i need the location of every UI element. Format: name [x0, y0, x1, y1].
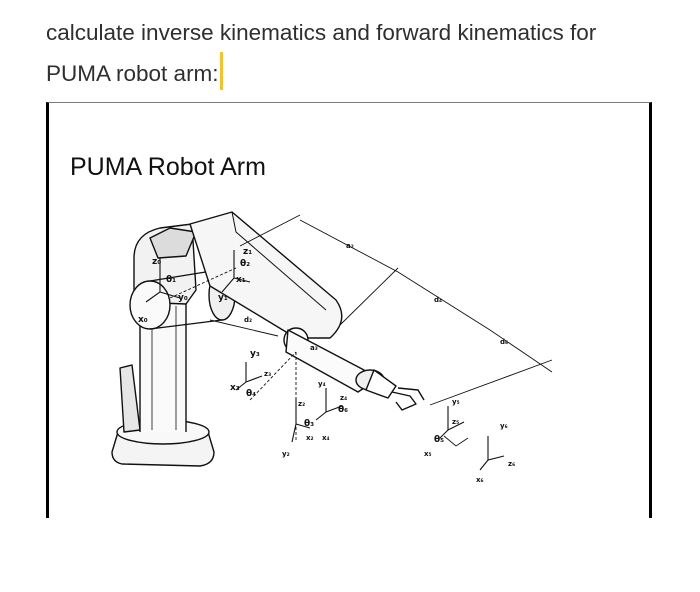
label-x5: x₅: [424, 450, 432, 458]
frame-6-axes: [479, 436, 505, 471]
upper-arm: [189, 211, 343, 339]
upper-arm-edge: [231, 211, 327, 311]
label-d6: d₆: [500, 338, 508, 346]
label-y1: y₁: [218, 293, 228, 303]
d4-dimension: [397, 271, 491, 331]
label-z0: z₀: [152, 257, 161, 267]
label-theta6: θ₆: [338, 405, 348, 415]
question-text-content: calculate inverse kinematics and forward…: [46, 20, 597, 86]
label-theta5: θ₅: [434, 435, 444, 445]
label-d4: d₄: [434, 296, 442, 304]
frame-5-axes: [439, 406, 465, 439]
wrist-bracket: [443, 435, 469, 447]
label-z3: z₃: [264, 370, 271, 378]
label-theta2: θ₂: [240, 259, 250, 269]
frame-0-axes: [145, 258, 181, 303]
a2-ext-1: [239, 214, 301, 247]
question-text[interactable]: calculate inverse kinematics and forward…: [46, 13, 666, 93]
wrist-ring: [365, 369, 397, 399]
label-z6: z₆: [508, 460, 515, 468]
label-theta4: θ₄: [246, 389, 256, 399]
label-x2: x₂: [306, 434, 314, 442]
label-theta1: θ₁: [166, 275, 176, 285]
label-x0: x₀: [138, 315, 148, 325]
label-x6: x₆: [476, 476, 484, 484]
frame-3-axes: [235, 362, 263, 391]
axis-dashed-2: [249, 351, 297, 401]
gripper: [391, 387, 425, 411]
d6-dimension: [489, 329, 553, 373]
label-y4: y₄: [318, 380, 326, 388]
frame-2-axes: [291, 398, 311, 443]
frame-4-axes: [315, 388, 343, 421]
label-a3: a₃: [310, 344, 318, 352]
frame-1-axes: [221, 250, 251, 293]
label-d2: d₂: [244, 316, 252, 324]
shoulder-cap: [149, 227, 197, 259]
label-theta3: θ₃: [304, 419, 314, 429]
axis-dashed-1: [169, 267, 237, 299]
label-x4: x₄: [322, 434, 330, 442]
figure-title: PUMA Robot Arm: [70, 153, 266, 181]
label-x1: x₁: [236, 275, 246, 285]
label-y2: y₂: [282, 450, 290, 458]
label-z5: z₅: [452, 418, 459, 426]
d6-ext: [429, 359, 553, 406]
label-y6: y₆: [500, 422, 508, 430]
label-y5: y₅: [452, 398, 460, 406]
label-z2: z₂: [298, 400, 305, 408]
diagram-labels: z₀ θ₁ y₀ x₀ z₁ θ₂ x₁ y₁ a₂ d₂ a₃ d₄ d₆ y…: [138, 242, 515, 484]
a2-dimension: [299, 219, 399, 273]
d4-ext: [339, 267, 399, 326]
label-x3: x₃: [230, 383, 240, 393]
base-fin: [119, 364, 141, 433]
shoulder-cylinder-end: [129, 280, 171, 330]
label-y3: y₃: [250, 349, 260, 359]
label-a2: a₂: [346, 242, 354, 250]
text-cursor: [219, 52, 223, 90]
label-y0: y₀: [178, 293, 188, 303]
d2-dimension: [209, 319, 279, 337]
label-z4: z₄: [340, 394, 347, 402]
label-z1: z₁: [243, 247, 252, 257]
